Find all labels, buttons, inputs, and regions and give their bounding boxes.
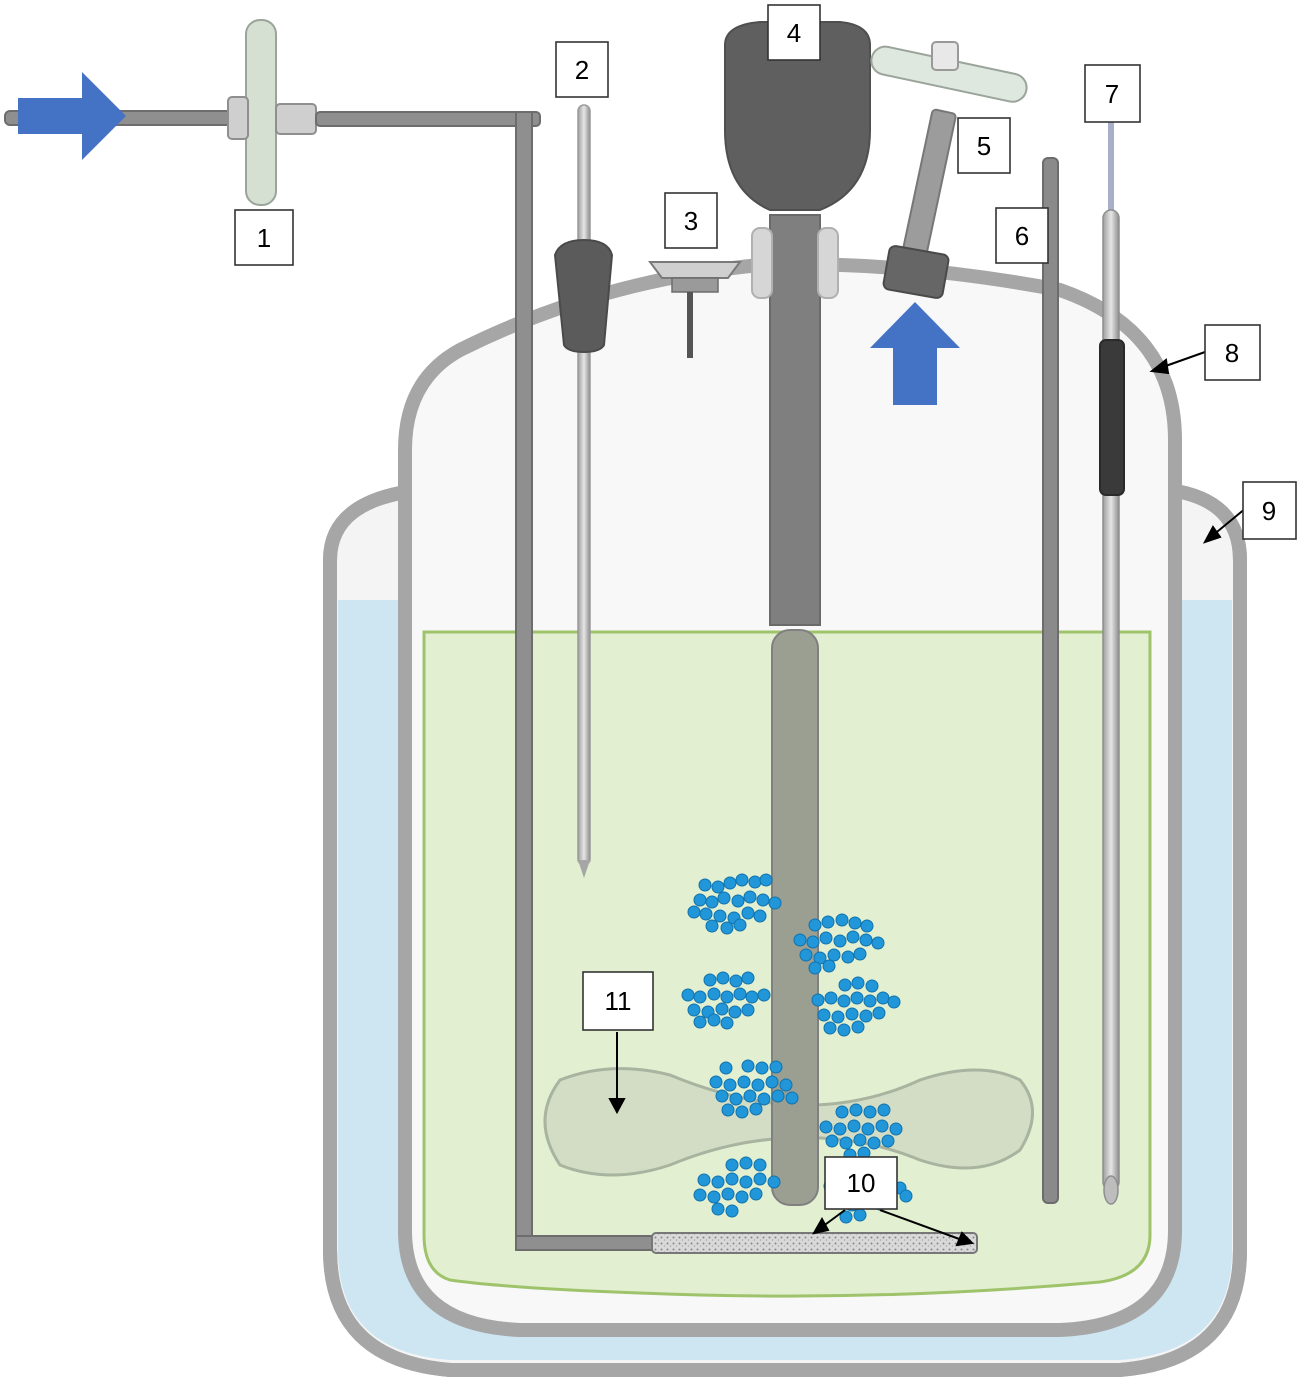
stirrer-shaft-lower bbox=[771, 629, 819, 1206]
label-8-text: 8 bbox=[1225, 338, 1239, 368]
label-6: 6 bbox=[995, 207, 1049, 264]
arrowhead-10b bbox=[955, 1231, 975, 1247]
label-4-text: 4 bbox=[787, 18, 801, 48]
label-1: 1 bbox=[234, 209, 294, 266]
label-4: 4 bbox=[767, 4, 821, 61]
label-7: 7 bbox=[1084, 64, 1141, 123]
arrowhead-11 bbox=[608, 1098, 626, 1115]
leader-arrows bbox=[608, 351, 1247, 1247]
harvest-rod bbox=[1042, 157, 1059, 1204]
thermometer-stopper bbox=[553, 238, 614, 354]
probe bbox=[1099, 122, 1125, 1205]
leader-arrow-9 bbox=[1211, 507, 1247, 537]
arrowhead-9 bbox=[1202, 525, 1222, 544]
sparger-feed bbox=[515, 1235, 657, 1251]
arrowhead-10a bbox=[812, 1216, 830, 1235]
arrowhead-8 bbox=[1149, 358, 1170, 375]
label-9: 9 bbox=[1242, 481, 1297, 540]
stirrer-port-right bbox=[817, 227, 839, 299]
blue-up-arrow-icon bbox=[870, 302, 960, 405]
inlet-valve-right bbox=[275, 103, 317, 135]
label-10: 10 bbox=[824, 1156, 898, 1210]
label-2: 2 bbox=[555, 41, 609, 98]
inlet-filter bbox=[245, 19, 277, 206]
inlet-valve-left bbox=[227, 96, 249, 140]
label-11: 11 bbox=[582, 971, 654, 1031]
label-9-text: 9 bbox=[1262, 496, 1276, 526]
label-5: 5 bbox=[957, 117, 1011, 174]
sampling-port bbox=[648, 261, 742, 358]
label-3: 3 bbox=[664, 192, 718, 249]
exhaust-filter bbox=[870, 41, 1028, 299]
probe-head bbox=[1099, 339, 1125, 496]
label-5-text: 5 bbox=[977, 131, 991, 161]
label-8: 8 bbox=[1204, 324, 1261, 381]
microcarrier-cluster-icon bbox=[681, 873, 913, 1224]
stirrer-shaft-upper bbox=[769, 214, 821, 626]
blue-right-arrow-icon bbox=[18, 72, 126, 160]
label-7-text: 7 bbox=[1105, 79, 1119, 109]
label-10-text: 10 bbox=[847, 1168, 876, 1198]
stirrer-port-left bbox=[751, 227, 773, 299]
stirrer-motor bbox=[724, 21, 871, 211]
label-2-text: 2 bbox=[575, 55, 589, 85]
sparger bbox=[651, 1232, 978, 1254]
thermometer bbox=[553, 104, 614, 878]
label-11-text: 11 bbox=[605, 986, 632, 1016]
inlet-downpipe bbox=[515, 111, 533, 1246]
label-6-text: 6 bbox=[1015, 221, 1029, 251]
stirrer bbox=[724, 21, 871, 1206]
inlet-horizontal-pipe bbox=[315, 111, 541, 127]
label-3-text: 3 bbox=[684, 206, 698, 236]
leader-arrow-10b bbox=[879, 1209, 963, 1241]
label-1-text: 1 bbox=[257, 223, 271, 253]
